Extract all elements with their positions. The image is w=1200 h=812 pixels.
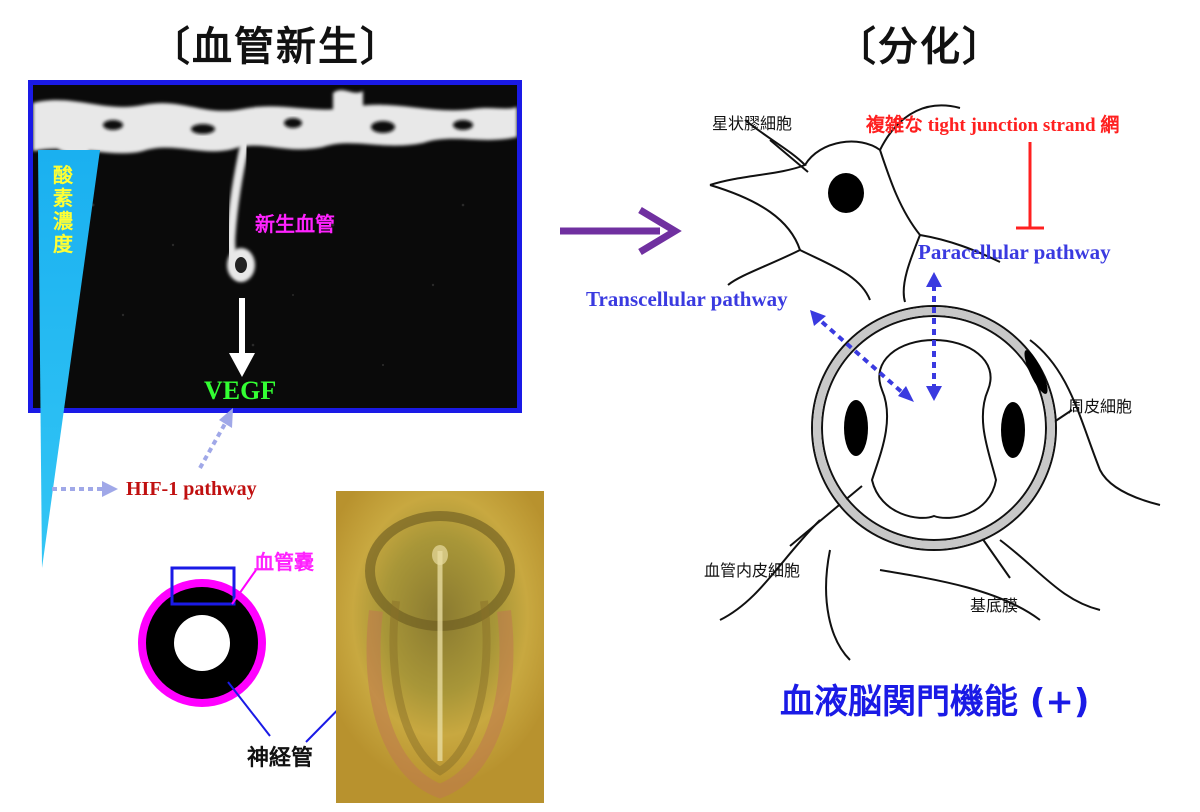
- vascular-sac-label: 血管嚢: [254, 550, 314, 574]
- transcellular-pathway-label: Transcellular pathway: [586, 287, 788, 311]
- vegf-label: VEGF: [204, 376, 277, 405]
- basement-membrane-label: 基底膜: [970, 596, 1019, 615]
- bbb-function-label: 血液脳関門機能 (+): [780, 682, 1090, 722]
- hif-pathway-label: HIF-1 pathway: [126, 478, 257, 500]
- oxygen-label: 酸素濃度: [53, 163, 73, 256]
- new-vessel-label: 新生血管: [255, 212, 335, 236]
- astrocyte-label: 星状膠細胞: [712, 114, 793, 133]
- embryo-photo: [336, 491, 544, 803]
- vessel-drawing: [33, 90, 517, 377]
- embryo-drawing: [365, 511, 515, 799]
- endothelial-label: 血管内皮細胞: [704, 561, 801, 580]
- paracellular-pathway-label: Paracellular pathway: [918, 240, 1111, 264]
- tight-junction-label: 複雑な tight junction strand 網: [866, 115, 1120, 136]
- neural-tube-label: 神経管: [247, 746, 314, 771]
- angiogenesis-micrograph: [28, 80, 522, 413]
- left-title: 〔血管新生〕: [150, 24, 402, 70]
- pericyte-label: 周皮細胞: [1068, 397, 1133, 416]
- right-title: 〔分化〕: [836, 24, 1004, 70]
